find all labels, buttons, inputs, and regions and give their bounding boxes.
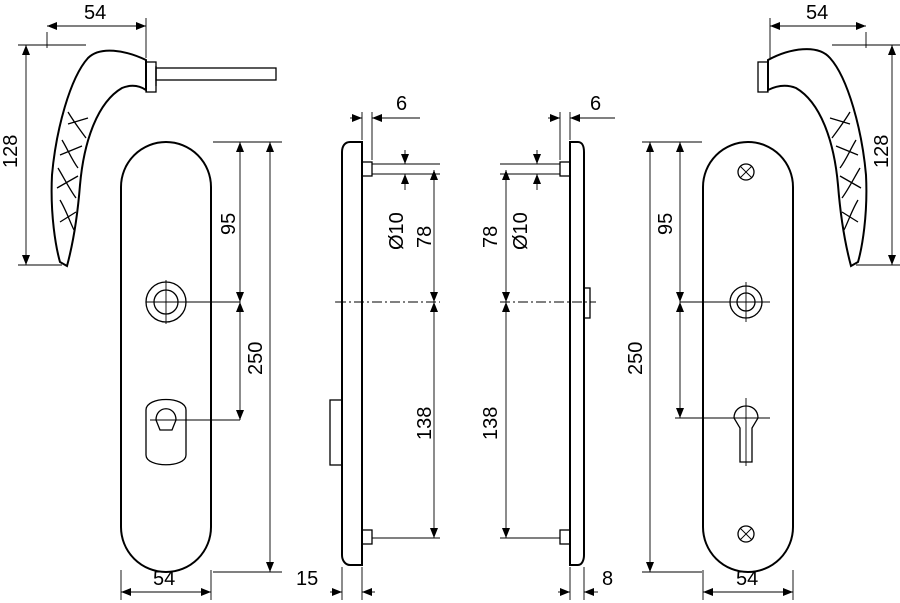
dim-thickness-right: 8	[558, 567, 613, 600]
left-front-plate	[120, 141, 240, 573]
dim-plate-height-left	[213, 142, 282, 573]
dim-upper-lower-left: 78 138	[372, 170, 440, 539]
left-handle	[50, 49, 277, 268]
dim-side-lip-right: 6	[548, 93, 615, 160]
dim-handle-height-right: 128	[832, 44, 900, 266]
svg-text:78: 78	[414, 226, 436, 248]
svg-text:6: 6	[590, 93, 601, 115]
svg-text:6: 6	[396, 93, 407, 115]
svg-text:138: 138	[480, 407, 502, 440]
svg-text:250: 250	[625, 342, 647, 375]
dim-thickness-left: 15	[296, 567, 375, 600]
dim-spacing-right: 95	[642, 141, 702, 418]
dim-handle-height-left: 128	[0, 44, 86, 266]
svg-text:54: 54	[806, 2, 828, 24]
dim-handle-width-left: 54	[46, 2, 147, 58]
svg-text:138: 138	[414, 407, 436, 440]
dim-label: 54	[84, 2, 106, 24]
svg-text:54: 54	[153, 568, 175, 590]
dim-handle-width-right: 54	[769, 2, 867, 58]
dim-bore-left: Ø10	[372, 150, 440, 250]
svg-text:95: 95	[655, 213, 677, 235]
svg-text:95: 95	[218, 213, 240, 235]
svg-text:Ø10: Ø10	[386, 212, 408, 250]
dim-plate-width-left: 54	[120, 568, 212, 600]
dim-plate-width-right: 54	[702, 568, 794, 600]
right-side-profile	[500, 141, 596, 566]
left-side-profile	[329, 141, 440, 566]
dim-side-lip-left: 6	[350, 93, 420, 160]
dim-plate-height-right: 250	[625, 142, 702, 573]
svg-text:250: 250	[245, 342, 267, 375]
dim-upper-lower-right: 78 138	[480, 170, 560, 539]
svg-text:78: 78	[480, 226, 502, 248]
svg-text:128: 128	[871, 135, 893, 168]
dim-spacing-left: 95 250	[213, 141, 282, 420]
svg-text:54: 54	[736, 568, 758, 590]
right-handle	[757, 48, 868, 268]
svg-text:Ø10: Ø10	[510, 212, 532, 250]
dim-label: 128	[0, 135, 22, 168]
dim-bore-right: Ø10	[500, 150, 560, 250]
svg-text:15: 15	[296, 568, 318, 590]
right-back-plate	[675, 141, 794, 573]
svg-text:8: 8	[602, 568, 613, 590]
